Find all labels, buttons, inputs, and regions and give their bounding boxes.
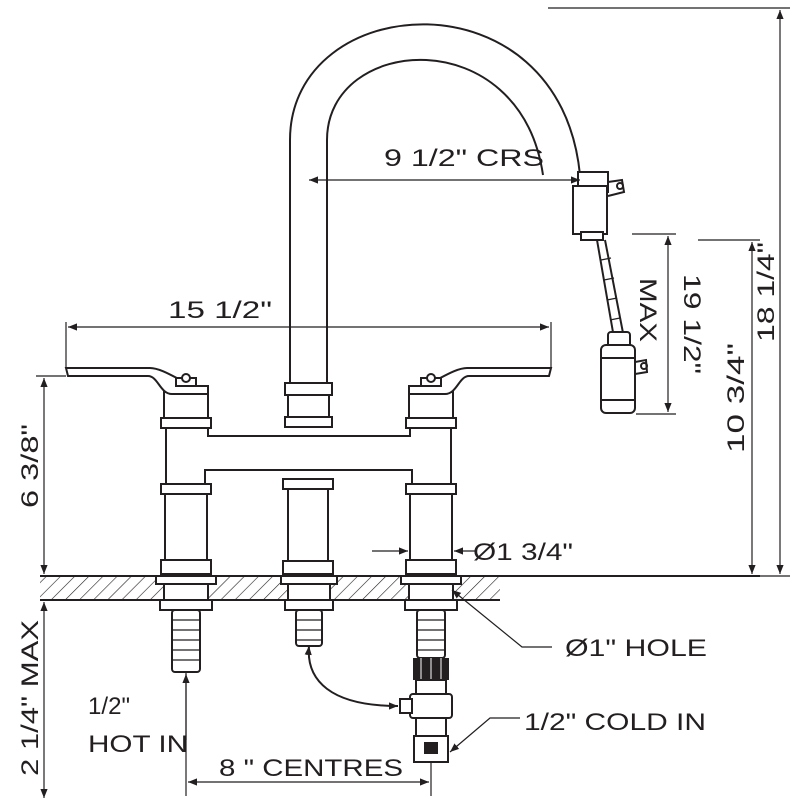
label-base-diameter: Ø1 3/4" — [473, 539, 573, 566]
cold-valve-body — [405, 391, 457, 575]
label-width: 15 1/2" — [168, 297, 272, 324]
label-hose-reach-max: MAX — [634, 278, 661, 342]
dimension-deck-height — [36, 375, 66, 574]
label-cold-in: 1/2" COLD IN — [524, 709, 706, 736]
label-centres: 8 " CENTRES — [219, 755, 403, 782]
spout-shank — [280, 575, 338, 647]
hot-shank — [155, 575, 217, 673]
right-lever-handle — [408, 367, 553, 395]
dimension-spout-height — [698, 239, 760, 574]
spout — [289, 23, 626, 385]
dimension-width — [65, 322, 552, 368]
label-crs: 9 1/2" CRS — [384, 145, 544, 172]
leader-hole — [451, 589, 552, 648]
pull-down-hose — [596, 239, 631, 349]
spray-head — [600, 344, 649, 414]
label-deck-max: 2 1/4" MAX — [17, 620, 44, 776]
label-hose-reach: 19 1/2" — [678, 274, 705, 374]
label-total-height: 18 1/4" — [753, 242, 780, 342]
label-hot-size: 1/2" — [88, 693, 130, 720]
dimension-total-height — [548, 7, 790, 577]
hot-valve-body — [160, 391, 212, 575]
label-spout-height: 10 3/4" — [723, 343, 750, 453]
left-lever-handle — [64, 367, 209, 395]
cold-shank — [400, 575, 462, 680]
label-deck-height: 6 3/8" — [17, 424, 44, 508]
hose-connection-arrow — [304, 645, 399, 710]
label-hot-in: HOT IN — [88, 731, 188, 758]
label-hole: Ø1" HOLE — [565, 635, 707, 662]
spout-base — [282, 382, 334, 575]
dimension-hose-reach — [632, 233, 676, 415]
cold-inlet-tee — [399, 679, 453, 763]
leader-cold-in — [449, 717, 520, 753]
